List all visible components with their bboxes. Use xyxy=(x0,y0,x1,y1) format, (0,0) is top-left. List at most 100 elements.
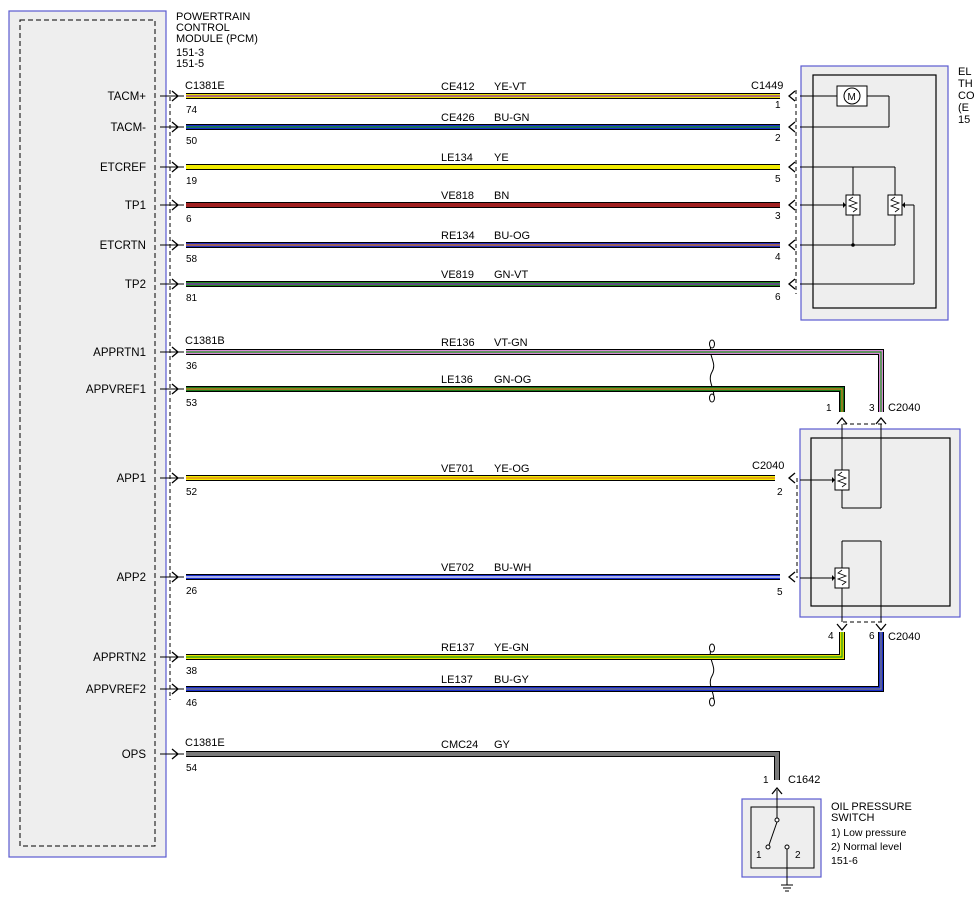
etc-title: EL TH CO (E 15 xyxy=(958,66,975,126)
pcm-pin-number: 38 xyxy=(186,666,198,677)
wire-appvref1[interactable]: APPVREF1 53 LE136 GN-OG 1 xyxy=(86,374,848,425)
wire-color-label: BU-GN xyxy=(494,112,530,124)
pcm-pin-number: 26 xyxy=(186,586,198,597)
wire-core xyxy=(186,752,779,780)
far-pin-number: 6 xyxy=(869,631,875,642)
far-pin-number: 1 xyxy=(763,775,769,786)
pcm-pin-number: 19 xyxy=(186,176,198,187)
etc-module-inner xyxy=(812,74,937,309)
circuit-label: RE136 xyxy=(441,337,475,349)
etc-connector-label: C1449 xyxy=(751,80,783,92)
etc-title-line-3: CO xyxy=(958,90,975,102)
ops-title-line-3: 1) Low pressure xyxy=(831,827,906,839)
ops-connector-label: C1642 xyxy=(788,774,820,786)
signal-label: TACM+ xyxy=(108,91,147,103)
etc-title-line-1: EL xyxy=(958,66,971,78)
signal-label: APPVREF1 xyxy=(86,384,146,396)
wire-color-label: YE-GN xyxy=(494,642,529,654)
circuit-label: VE701 xyxy=(441,463,474,475)
ops-title-line-5: 151-6 xyxy=(831,855,858,867)
svg-text:M: M xyxy=(848,92,856,103)
circuit-label: CMC24 xyxy=(441,739,478,751)
signal-label: TP1 xyxy=(125,200,146,212)
app-sensors xyxy=(800,424,882,622)
pcm-module[interactable] xyxy=(8,10,167,858)
pcm-pin-number: 53 xyxy=(186,398,198,409)
wire-stripe xyxy=(186,351,882,412)
far-pin-number: 1 xyxy=(826,403,832,414)
ops-title: OIL PRESSURE SWITCH 1) Low pressure 2) N… xyxy=(831,801,912,867)
wire-color-label: GN-VT xyxy=(494,269,529,281)
signal-label: APPVREF2 xyxy=(86,684,146,696)
wire-outline xyxy=(186,386,845,412)
far-terminal-arrow xyxy=(787,161,796,173)
wire-stripe xyxy=(186,632,843,658)
far-terminal-arrow xyxy=(787,199,796,211)
wire-color-label: YE-VT xyxy=(494,81,527,93)
pcm-pin-number: 50 xyxy=(186,136,198,147)
pcm-title-line-1: POWERTRAIN xyxy=(176,11,250,23)
wire-apprtn2[interactable]: APPRTN2 38 RE137 YE-GN 4 xyxy=(93,623,848,677)
pcm-connector-mid-label: C1381B xyxy=(185,335,225,347)
ops-title-line-2: SWITCH xyxy=(831,812,874,824)
far-pin-number: 4 xyxy=(828,631,834,642)
ops-switch-pin-2: 2 xyxy=(795,850,801,861)
signal-label: APPRTN2 xyxy=(93,652,146,664)
far-terminal-arrow xyxy=(787,472,796,484)
wire-color-label: VT-GN xyxy=(494,337,528,349)
pcm-title: POWERTRAIN CONTROL MODULE (PCM) 151-3 15… xyxy=(176,11,258,70)
etc-motor: M xyxy=(800,85,890,128)
far-terminal-arrow xyxy=(787,121,796,133)
ops-switch-pin-1: 1 xyxy=(756,850,762,861)
far-terminal-arrow xyxy=(836,623,848,632)
pcm-pin-number: 46 xyxy=(186,698,198,709)
pcm-connector-top-label: C1381E xyxy=(185,80,225,92)
signal-label: APP2 xyxy=(117,572,146,584)
far-pin-number: 5 xyxy=(775,174,781,185)
far-terminal-arrow xyxy=(787,90,796,102)
wire-stripe xyxy=(186,388,843,412)
signal-label: APP1 xyxy=(117,473,146,485)
far-pin-number: 2 xyxy=(775,133,781,144)
pcm-title-line-5: 151-5 xyxy=(176,58,204,70)
etc-title-line-5: 15 xyxy=(958,114,970,126)
motor-icon xyxy=(843,87,861,105)
wire-color-label: BU-WH xyxy=(494,562,531,574)
wire-color-label: GN-OG xyxy=(494,374,531,386)
signal-label: ETCRTN xyxy=(100,240,146,252)
circuit-label: VE819 xyxy=(441,269,474,281)
wire-stripe xyxy=(186,632,882,690)
wire-outline xyxy=(186,349,884,412)
pcm-pin-number: 54 xyxy=(186,763,198,774)
pcm-pin-number: 81 xyxy=(186,293,198,304)
circuit-label: RE137 xyxy=(441,642,475,654)
circuit-label: VE818 xyxy=(441,190,474,202)
app-connector-bot-label: C2040 xyxy=(888,631,920,643)
circuit-label: LE136 xyxy=(441,374,473,386)
pcm-pin-number: 52 xyxy=(186,487,198,498)
signal-label: ETCREF xyxy=(100,162,146,174)
far-pin-number: 2 xyxy=(777,487,783,498)
wire-outline xyxy=(186,632,884,692)
pcm-pin-number: 58 xyxy=(186,254,198,265)
far-terminal-arrow xyxy=(771,786,783,795)
pcm-pin-number: 6 xyxy=(186,214,192,225)
etc-title-line-4: (E xyxy=(958,102,969,114)
far-terminal-arrow xyxy=(875,623,887,632)
far-pin-number: 1 xyxy=(775,100,781,111)
ops-title-line-4: 2) Normal level xyxy=(831,841,902,853)
app-connector-top-label: C2040 xyxy=(888,402,920,414)
